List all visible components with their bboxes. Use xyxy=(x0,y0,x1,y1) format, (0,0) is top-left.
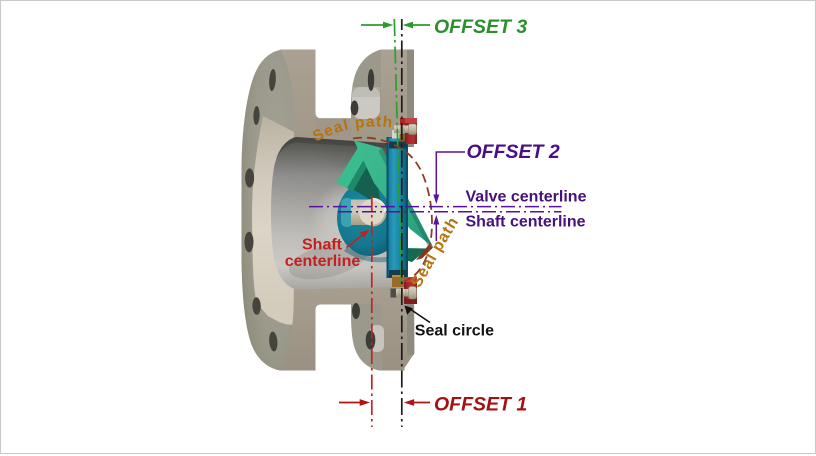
svg-text:OFFSET 1: OFFSET 1 xyxy=(434,394,527,416)
svg-text:OFFSET 2: OFFSET 2 xyxy=(467,141,560,163)
svg-text:OFFSET 3: OFFSET 3 xyxy=(434,16,527,38)
svg-text:Seal circle: Seal circle xyxy=(415,323,494,340)
svg-text:centerline: centerline xyxy=(285,253,361,270)
svg-text:Shaft centerline: Shaft centerline xyxy=(466,214,586,231)
svg-text:Shaft: Shaft xyxy=(302,237,343,254)
svg-text:Valve centerline: Valve centerline xyxy=(466,189,587,206)
